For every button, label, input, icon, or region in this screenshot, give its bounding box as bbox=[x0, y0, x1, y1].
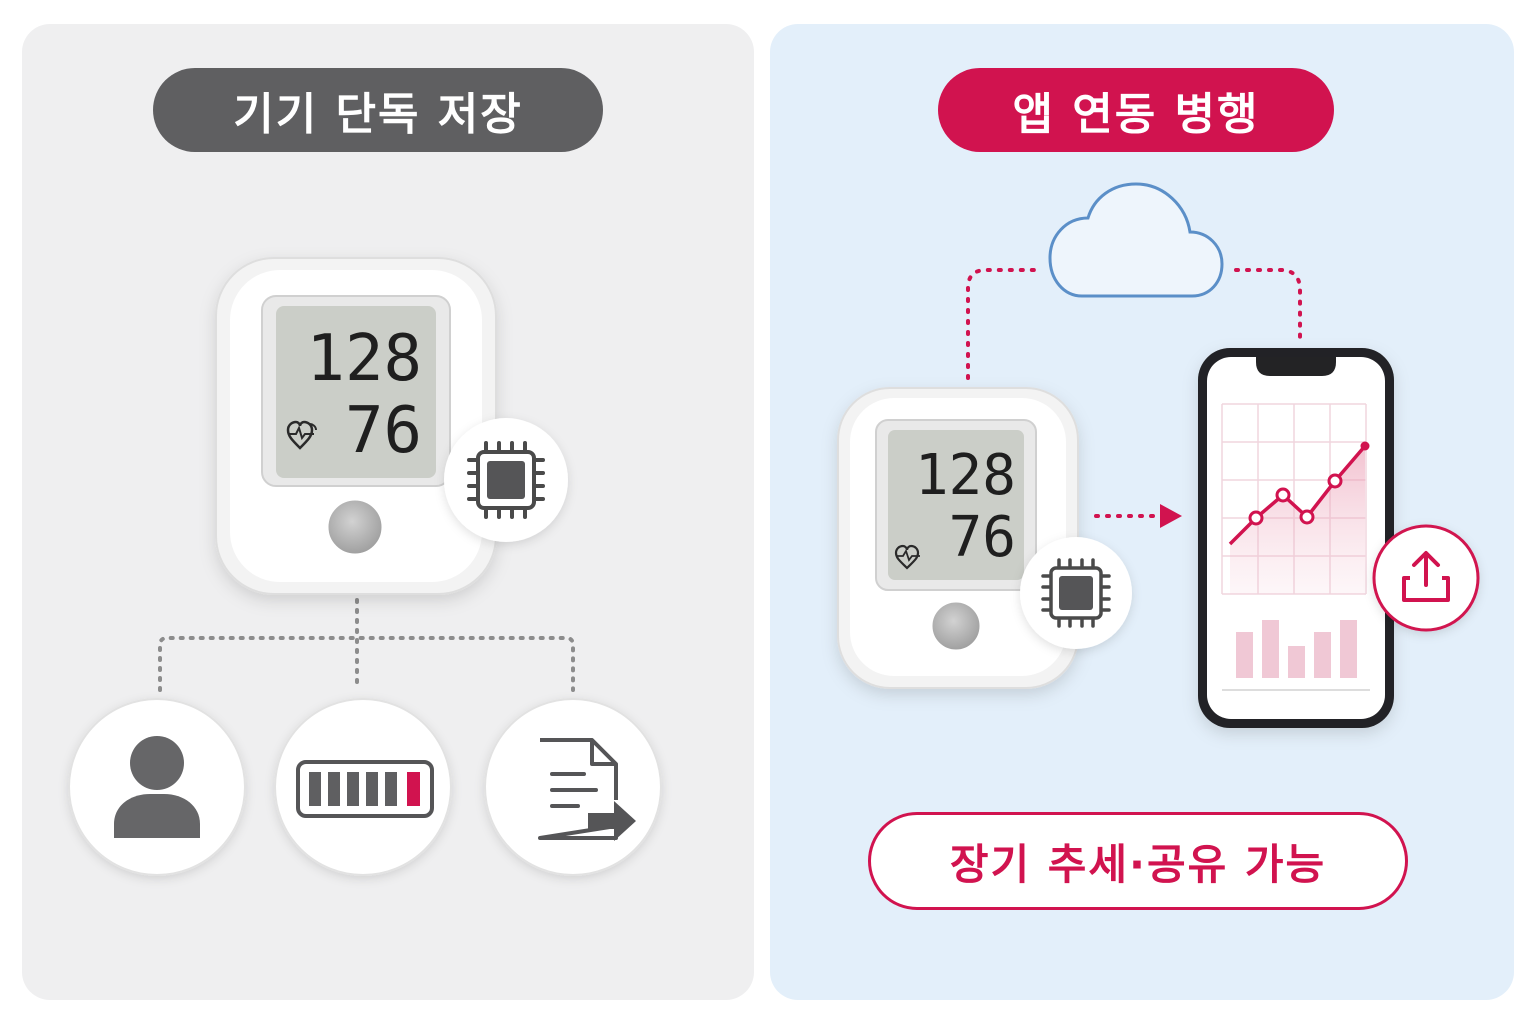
left-device-button bbox=[325, 497, 385, 557]
left-title-text: 기기 단독 저장 bbox=[233, 89, 523, 140]
cloud-icon bbox=[1048, 182, 1224, 298]
left-title-pill: 기기 단독 저장 bbox=[153, 68, 603, 152]
right-diastolic-reading: 76 bbox=[949, 505, 1016, 570]
phone-icon bbox=[1198, 348, 1394, 728]
chip-icon bbox=[1020, 537, 1132, 649]
right-connector-lines bbox=[966, 268, 1302, 518]
file-export-icon bbox=[484, 698, 662, 876]
share-icon bbox=[1372, 524, 1480, 632]
right-title-pill: 앱 연동 병행 bbox=[938, 68, 1334, 152]
user-icon bbox=[68, 698, 246, 876]
left-lcd-screen bbox=[276, 306, 436, 478]
right-footer-text: 장기 추세·공유 가능 bbox=[949, 839, 1327, 889]
memory-battery-icon bbox=[274, 698, 452, 876]
heart-pulse-icon bbox=[894, 544, 920, 570]
right-lcd-screen bbox=[888, 430, 1024, 580]
arrow-right-icon bbox=[1160, 504, 1182, 528]
right-title-text: 앱 연동 병행 bbox=[1012, 89, 1260, 140]
right-footer-pill: 장기 추세·공유 가능 bbox=[868, 812, 1408, 910]
right-device-button bbox=[929, 599, 983, 653]
heart-pulse-icon bbox=[286, 420, 317, 450]
left-systolic-reading: 128 bbox=[306, 322, 422, 396]
left-connector-lines bbox=[158, 598, 575, 692]
chip-icon bbox=[444, 418, 568, 542]
right-systolic-reading: 128 bbox=[915, 443, 1016, 508]
left-diastolic-reading: 76 bbox=[345, 394, 422, 468]
